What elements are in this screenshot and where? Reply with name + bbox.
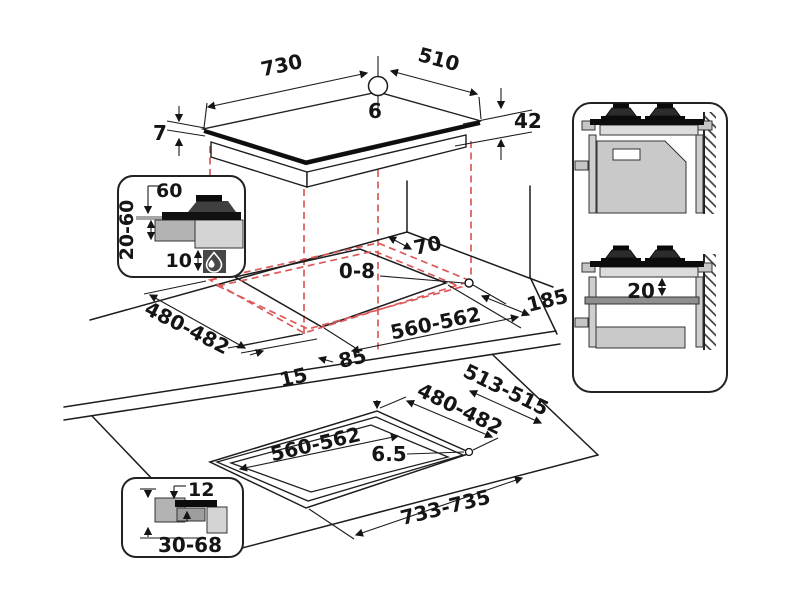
dim-worktop-thickness: 20-60 (116, 200, 138, 261)
dim-edge-gap: 0-8 (339, 259, 375, 283)
hob-body-section-2 (206, 506, 228, 534)
glass-section (162, 212, 241, 220)
side-view-panel: 20 (572, 102, 728, 393)
dim-bottom-gap: 10 (166, 250, 192, 272)
hob-3d-view: 6 730 510 7 42 (153, 42, 542, 188)
dim-recess-depth: 12 (188, 479, 214, 501)
dim-flush-corner: 6.5 (371, 442, 406, 466)
wall-hatch-2 (705, 254, 716, 350)
dim-total-height: 42 (514, 109, 542, 133)
dim-glass-thickness: 7 (153, 121, 167, 145)
corner-radius-mark (367, 75, 389, 97)
cabinet-body (595, 326, 686, 349)
clamp-section (176, 507, 206, 522)
hob-body-section (194, 219, 244, 249)
flush-corner-mark (464, 447, 474, 457)
dim-rear-clearance: 70 (411, 231, 443, 260)
side-view-shelf: 20 (574, 245, 716, 350)
shelf (584, 296, 700, 305)
oven-body (596, 140, 687, 214)
glass-section-2 (175, 500, 217, 507)
oven-vent (612, 148, 641, 161)
burner-section (188, 201, 236, 212)
side-view-oven (574, 103, 716, 214)
gas-flame-icon (205, 251, 223, 273)
edge-detail-inset: 60 20-60 10 (116, 175, 246, 278)
wall-hatch (705, 112, 716, 214)
dim-shelf-gap: 20 (627, 279, 655, 303)
flush-detail-inset: 12 30-68 (121, 477, 244, 558)
dim-hob-corner: 6 (368, 99, 382, 123)
dim-edge-width: 30-68 (158, 533, 222, 557)
cutout-corner-mark (464, 278, 474, 288)
dim-burner-offset: 60 (156, 180, 182, 202)
worktop-section (154, 219, 196, 242)
